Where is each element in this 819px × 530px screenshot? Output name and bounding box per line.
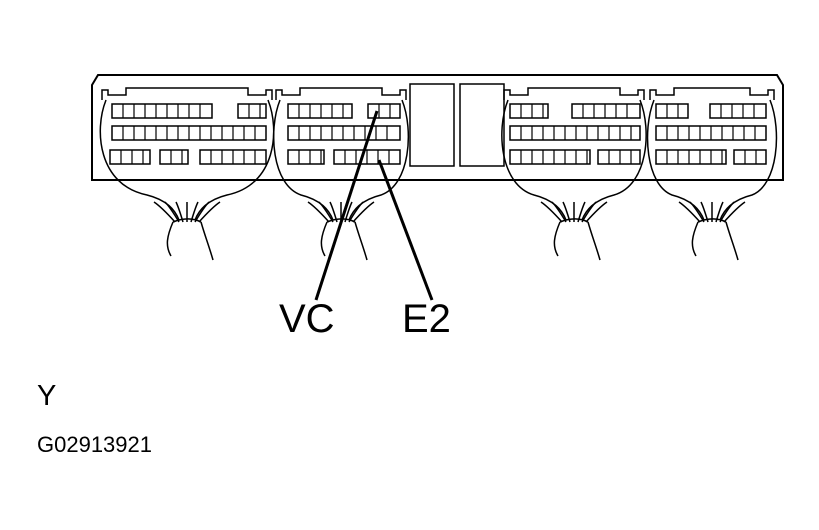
e2-leader-line — [377, 159, 434, 301]
connector-3-harness — [501, 99, 647, 261]
vc-terminal-label: VC — [279, 297, 335, 341]
vc-leader-line — [314, 110, 379, 301]
connector-2 — [275, 87, 407, 165]
ecu-housing — [91, 74, 784, 181]
e2-terminal-label: E2 — [402, 297, 451, 341]
connector-4 — [649, 87, 775, 165]
figure-id: G02913921 — [37, 432, 152, 457]
connector-3 — [503, 87, 645, 165]
connector-4-harness — [646, 99, 778, 261]
connector-1 — [101, 87, 273, 165]
central-blank-slots — [409, 83, 505, 167]
view-label: Y — [37, 380, 57, 412]
